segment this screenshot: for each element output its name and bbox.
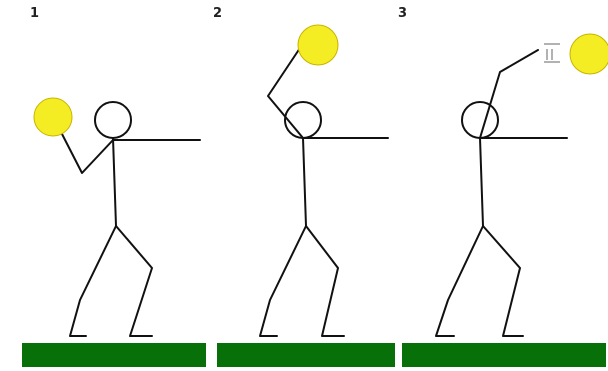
figure-2-head [285,102,321,138]
figure-1-head [95,102,131,138]
figure-2-left-leg [260,226,306,336]
ground-strip-1 [22,343,206,367]
stick-figure-2 [260,48,388,336]
figure-3-left-leg [436,226,483,336]
ball-2 [298,25,338,65]
ball-3 [570,34,608,74]
figure-1-left-leg [70,226,116,336]
figure-3-body [480,138,483,226]
motion-lines-icon [544,44,560,62]
ball-1 [34,98,72,136]
figure-2-right-leg [306,226,344,336]
figure-3-right-leg [483,226,523,336]
figure-1-right-leg [116,226,152,336]
ground-strip-3 [402,343,606,367]
figure-2-body [303,138,306,226]
ground-strip-2 [217,343,395,367]
figure-1-body [113,138,116,226]
stick-figure-3 [436,50,567,336]
figure-3-head [462,102,498,138]
figure-1-left-arm [62,134,113,173]
stick-figure-1 [62,102,200,336]
figure-3-left-arm [480,50,538,138]
